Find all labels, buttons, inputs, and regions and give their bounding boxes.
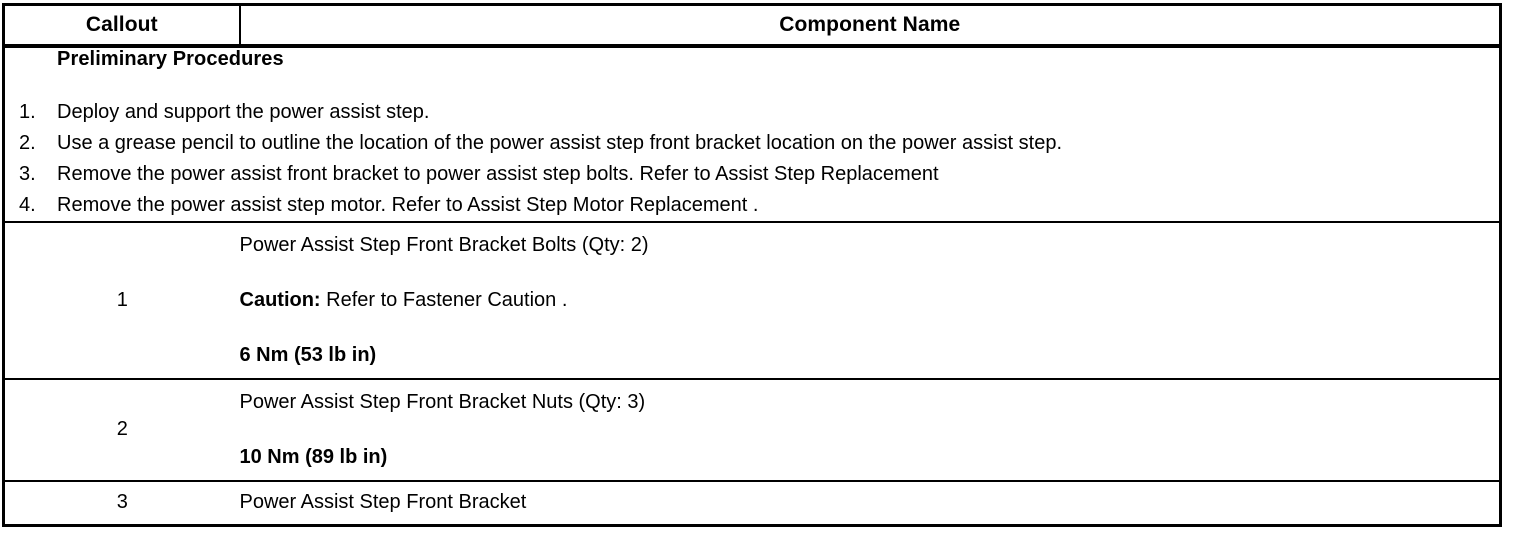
table-row: 2 Power Assist Step Front Bracket Nuts (… [3,377,1501,481]
procedure-step: 1. Deploy and support the power assist st… [5,97,1499,128]
component-name-cell: Power Assist Step Front Bracket [239,479,1501,525]
step-text: Remove the power assist front bracket to… [57,162,939,185]
preliminary-procedures-title: Preliminary Procedures [57,47,284,70]
component-name-text: Power Assist Step Front Bracket Bolts (Q… [239,233,649,256]
table-row: 1 Power Assist Step Front Bracket Bolts … [3,220,1501,379]
caution-label: Caution: [239,288,321,311]
callout-number: 2 [3,377,240,481]
torque-spec: 6 Nm (53 lb in) [239,343,377,366]
component-name-text: Power Assist Step Front Bracket [239,490,527,513]
callout-number: 1 [3,220,240,379]
component-name-text: Power Assist Step Front Bracket Nuts (Qt… [239,390,646,413]
step-text: Deploy and support the power assist step… [57,100,430,123]
procedure-step: 3. Remove the power assist front bracket … [5,159,1499,190]
caution-note: Caution: Refer to Fastener Caution . [240,287,1500,314]
preliminary-procedures-cell: Preliminary Procedures 1. Deploy and supp… [4,46,1501,222]
step-number: 3. [19,162,36,185]
caution-text: Refer to Fastener Caution . [326,288,568,311]
step-text: Remove the power assist step motor. Refe… [57,193,759,216]
component-name-cell: Power Assist Step Front Bracket Bolts (Q… [239,220,1501,379]
preliminary-procedures-list: 1. Deploy and support the power assist st… [5,97,1499,221]
torque-spec: 10 Nm (89 lb in) [239,445,388,468]
component-name-cell: Power Assist Step Front Bracket Nuts (Qt… [239,377,1501,481]
procedure-step: 4. Remove the power assist step motor. Re… [5,190,1499,221]
table-header-row: Callout Component Name [3,4,1501,48]
column-header-component-name: Component Name [239,4,1501,48]
callout-number: 3 [3,479,240,525]
column-header-callout: Callout [3,4,241,48]
table-row: 3 Power Assist Step Front Bracket [3,479,1501,525]
preliminary-procedures-row: Preliminary Procedures 1. Deploy and supp… [4,46,1501,222]
component-callout-table: Callout Component Name Preliminary Proce… [2,3,1502,527]
step-number: 1. [19,100,36,123]
step-text: Use a grease pencil to outline the locat… [57,131,1063,154]
step-number: 2. [19,131,36,154]
step-number: 4. [19,193,36,216]
procedure-step: 2. Use a grease pencil to outline the loc… [5,128,1499,159]
